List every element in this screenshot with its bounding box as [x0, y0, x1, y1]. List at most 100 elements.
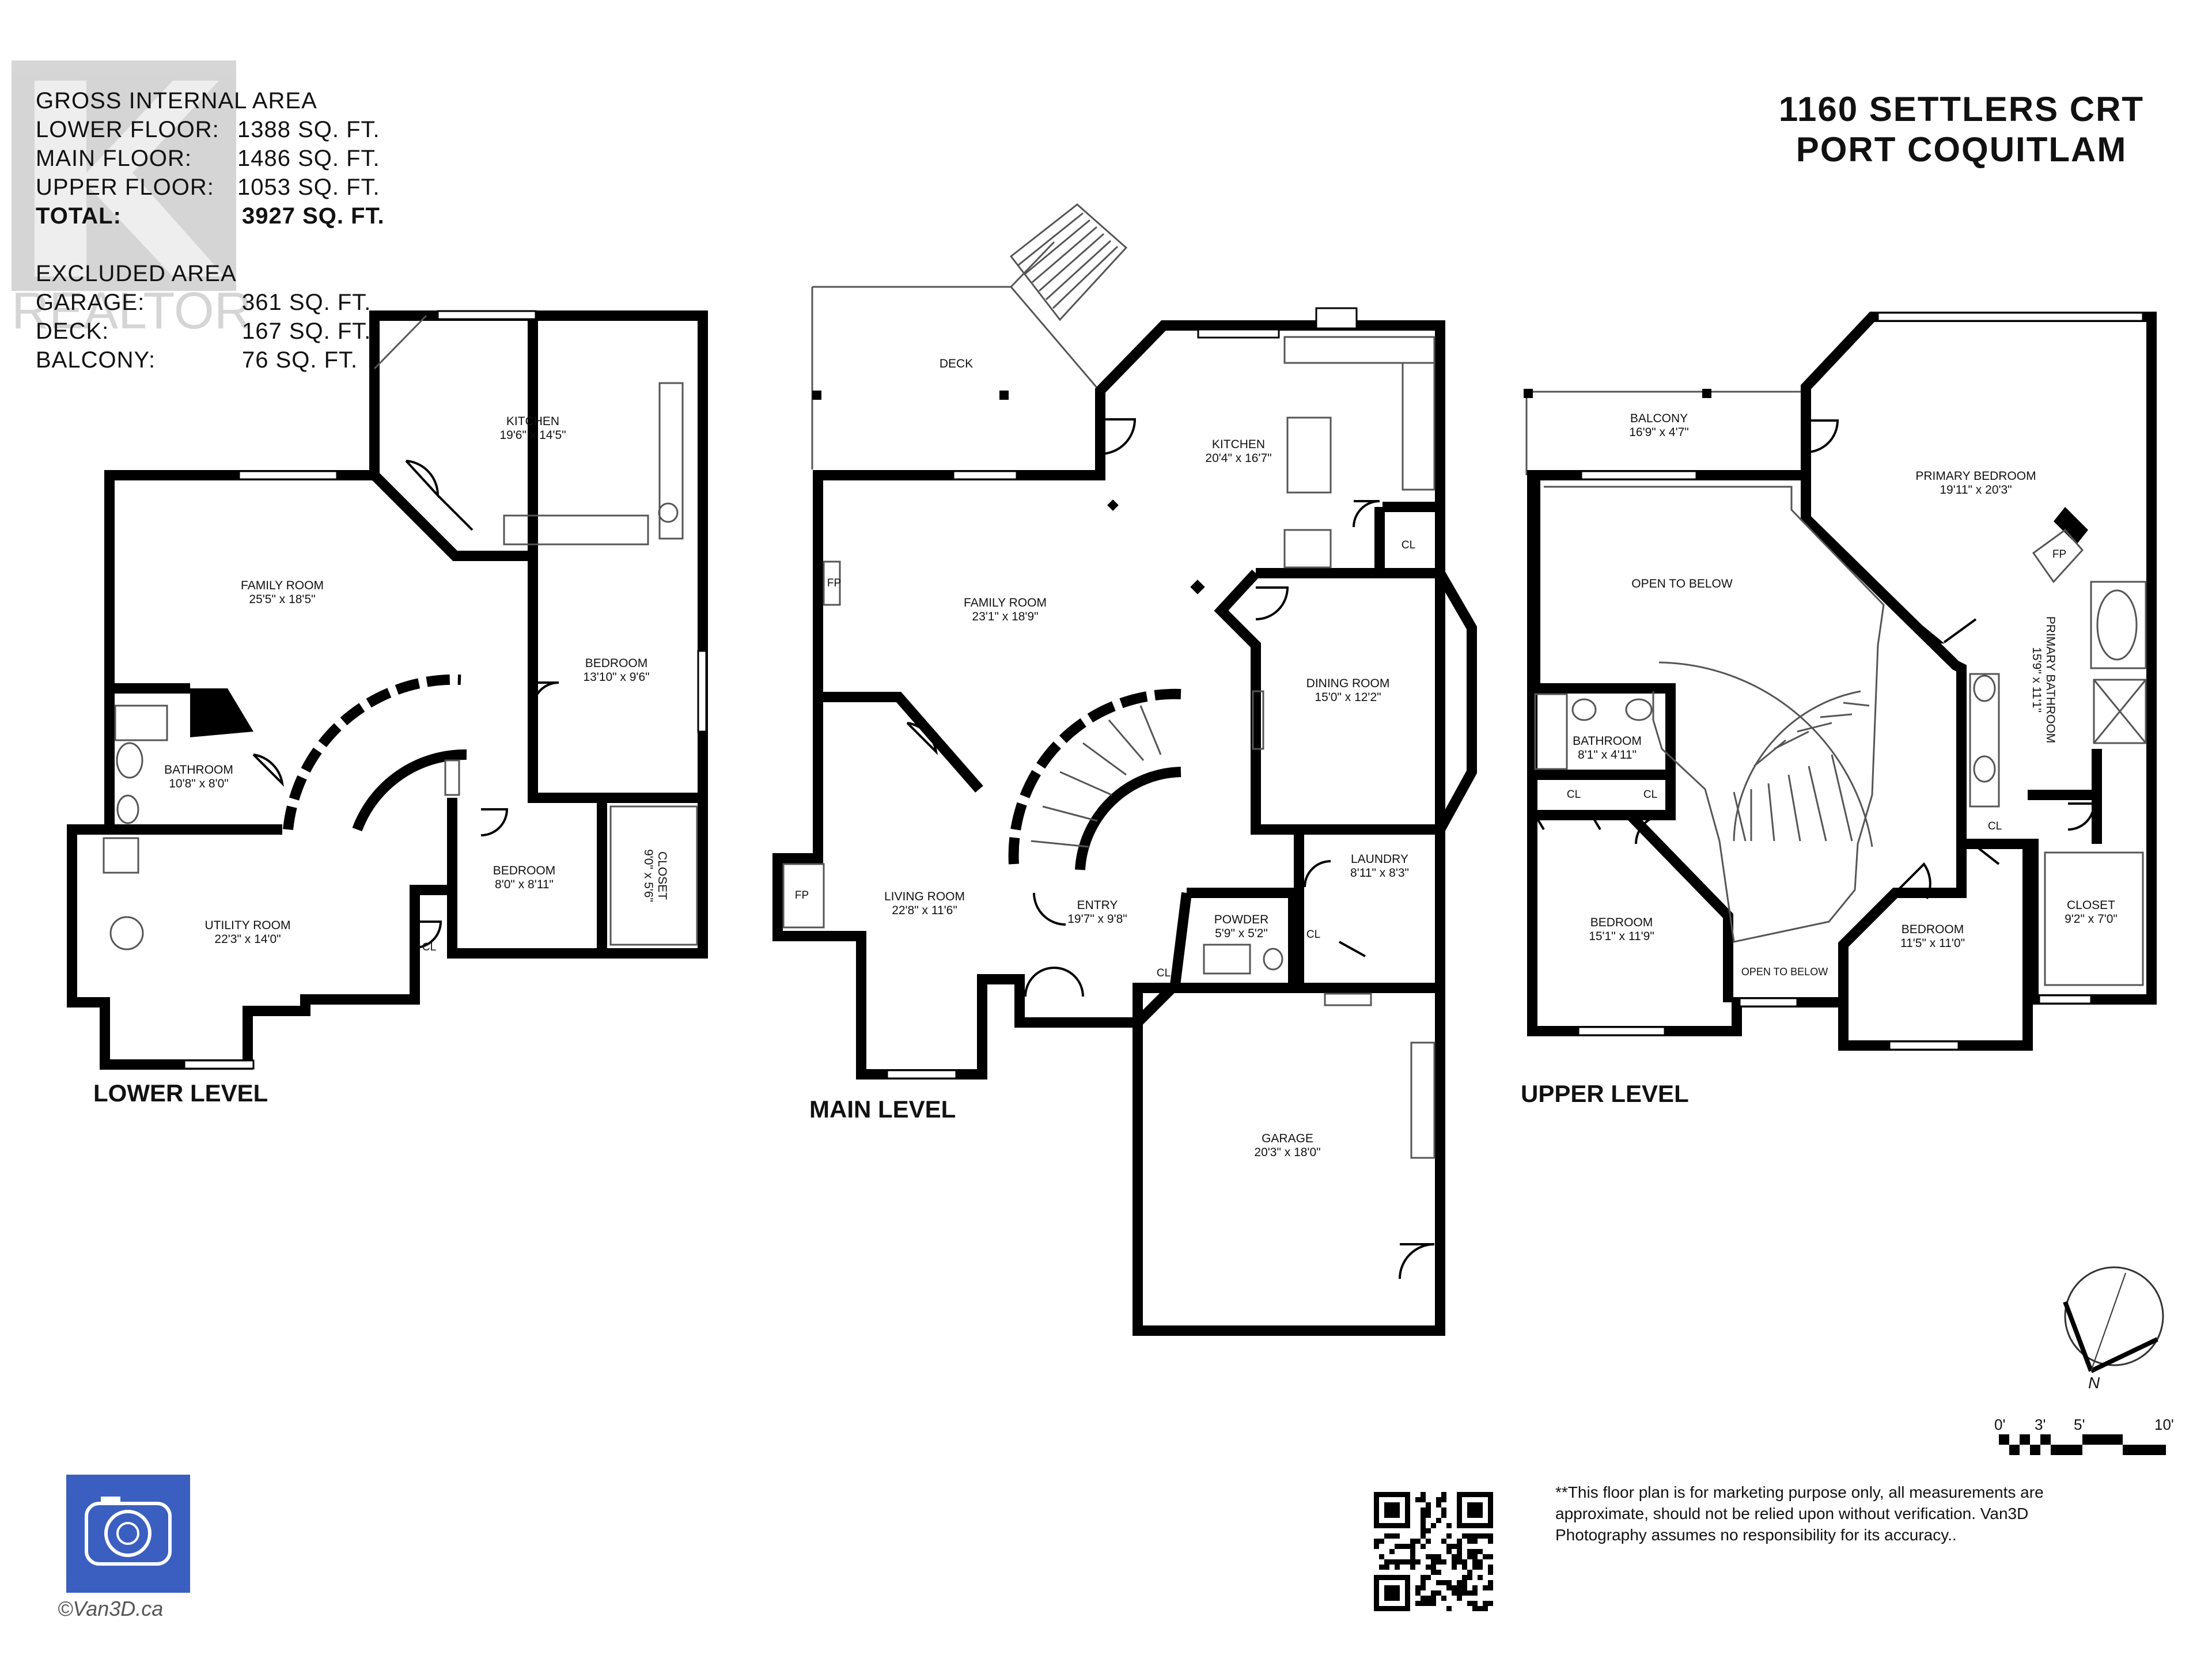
van3d-credit: ©Van3D.ca [58, 1597, 163, 1620]
upper-open-label-1: OPEN TO BELOW [1631, 577, 1733, 590]
upper-cl-2: CL [1643, 789, 1657, 801]
upper-balcony-label: BALCONY [1630, 412, 1688, 425]
upper-level-plan: FP BALCONY 16'9" x 4'7" PRIMARY BEDROOM … [1521, 312, 2157, 1107]
main-cl-kitchen: CL [1402, 539, 1415, 551]
upper-bedroom2-label: BEDROOM [1902, 923, 1964, 936]
lower-bedroom2-label: BEDROOM [493, 864, 556, 877]
address-line1: 1160 SETTLERS CRT [1779, 90, 2144, 128]
main-dining-dim: 15'0" x 12'2" [1315, 691, 1381, 704]
scale-bar: 0' 3' 5' 10' [1994, 1416, 2174, 1455]
lower-kitchen-label: KITCHEN [506, 415, 559, 428]
main-powder-dim: 5'9" x 5'2" [1215, 927, 1268, 940]
main-powder-label: POWDER [1214, 913, 1269, 926]
van3d-logo: ©Van3D.ca [58, 1475, 190, 1620]
lower-family-label: FAMILY ROOM [241, 579, 324, 592]
main-interior-walls [818, 502, 1477, 1028]
disclaimer: **This floor plan is for marketing purpo… [1555, 1483, 2044, 1544]
main-kitchen-dim: 20'4" x 16'7" [1205, 452, 1271, 465]
lower-interior-walls [109, 556, 703, 953]
lower-level-title: LOWER LEVEL [93, 1080, 268, 1107]
summary-label-lower: LOWER FLOOR: [36, 117, 219, 142]
main-garage-label: GARAGE [1262, 1132, 1313, 1145]
main-fp-living: FP [795, 889, 809, 902]
main-deck-label: DECK [940, 357, 973, 370]
lower-bedroom1-dim: 13'10" x 9'6" [583, 671, 649, 684]
scale-10: 10' [2154, 1416, 2174, 1433]
upper-closet-dim: 9'2" x 7'0" [2065, 912, 2118, 926]
upper-bedroom1-label: BEDROOM [1590, 916, 1653, 929]
main-cl-powder: CL [1306, 929, 1320, 941]
main-laundry-label: LAUNDRY [1351, 853, 1408, 866]
upper-primary-dim: 19'11" x 20'3" [1940, 483, 2012, 497]
upper-primary-bath-dim: 15'9" x 11'1" [2030, 647, 2043, 713]
lower-bedroom1-label: BEDROOM [585, 657, 648, 670]
disclaimer-line3: Photography assumes no responsibility fo… [1555, 1526, 1957, 1544]
address-line2: PORT COQUITLAM [1796, 130, 2127, 169]
lower-level-plan: KITCHEN 19'6" x 14'5" FAMILY ROOM 25'5" … [67, 310, 708, 1107]
address-title: 1160 SETTLERS CRT PORT COQUITLAM [1779, 90, 2144, 169]
lower-utility-label: UTILITY ROOM [205, 919, 291, 932]
lower-bathroom-dim: 10'8" x 8'0" [169, 777, 229, 790]
main-garage-dim: 20'3" x 18'0" [1254, 1146, 1320, 1159]
deck-outline [811, 241, 1101, 469]
watermark-text: REALTOR [12, 282, 252, 340]
deck-stairs [1009, 203, 1128, 321]
upper-outer-wall [1527, 312, 2157, 1051]
area-summary: GROSS INTERNAL AREA LOWER FLOOR: 1388 SQ… [36, 88, 384, 373]
excluded-value-balcony: 76 SQ. FT. [242, 347, 358, 373]
main-family-dim: 23'1" x 18'9" [972, 610, 1038, 623]
summary-value-upper: 1053 SQ. FT. [237, 175, 380, 200]
upper-level-title: UPPER LEVEL [1521, 1080, 1689, 1107]
compass-north: N [2088, 1374, 2100, 1392]
lower-family-dim: 25'5" x 18'5" [249, 593, 315, 606]
qr-code [1374, 1492, 1493, 1611]
excluded-label-garage: GARAGE: [36, 290, 145, 315]
main-family-label: FAMILY ROOM [964, 596, 1047, 609]
upper-fp-label: FP [2052, 548, 2066, 560]
main-kitchen-label: KITCHEN [1212, 438, 1265, 451]
excluded-value-garage: 361 SQ. FT. [242, 290, 371, 315]
upper-primary-label: PRIMARY BEDROOM [1915, 469, 2036, 483]
scale-3: 3' [2035, 1416, 2046, 1433]
lower-closet-dim: 9'0" x 5'6" [642, 849, 655, 902]
main-level-title: MAIN LEVEL [809, 1096, 956, 1123]
excluded-label-deck: DECK: [36, 319, 109, 344]
main-living-dim: 22'8" x 11'6" [892, 904, 957, 917]
scale-0: 0' [1994, 1416, 2005, 1433]
excluded-heading: EXCLUDED AREA [36, 261, 237, 286]
upper-open-label-2: OPEN TO BELOW [1741, 966, 1828, 978]
main-dining-label: DINING ROOM [1306, 677, 1390, 690]
excluded-label-balcony: BALCONY: [36, 347, 156, 373]
lower-kitchen-dim: 19'6" x 14'5" [499, 429, 566, 442]
lower-kitchen-wall [369, 310, 538, 561]
upper-balcony-dim: 16'9" x 4'7" [1629, 426, 1689, 439]
lower-bedroom2-dim: 8'0" x 8'11" [495, 878, 554, 891]
realtor-watermark: REALTOR [12, 60, 252, 340]
upper-closet-label: CLOSET [2067, 899, 2115, 912]
lower-bathroom-label: BATHROOM [164, 763, 233, 777]
summary-label-total: TOTAL: [36, 203, 122, 229]
summary-label-main: MAIN FLOOR: [36, 146, 192, 171]
stair-outer [283, 674, 461, 830]
upper-cl-3: CL [1988, 820, 2002, 832]
excluded-value-deck: 167 SQ. FT. [242, 319, 371, 344]
main-entry-label: ENTRY [1077, 899, 1118, 912]
summary-heading: GROSS INTERNAL AREA [36, 88, 317, 113]
upper-cl-1: CL [1567, 789, 1581, 801]
disclaimer-line2: approximate, should not be relied upon w… [1555, 1505, 2028, 1522]
compass: N [2063, 1266, 2164, 1392]
summary-value-main: 1486 SQ. FT. [237, 146, 380, 171]
main-cl-entry: CL [1157, 967, 1171, 979]
main-entry-dim: 19'7" x 9'8" [1067, 912, 1127, 926]
main-living-label: LIVING ROOM [884, 890, 965, 903]
upper-bathroom-dim: 8'1" x 4'11" [1578, 748, 1637, 762]
summary-value-lower: 1388 SQ. FT. [237, 117, 380, 142]
main-fp-family: FP [827, 577, 841, 589]
lower-utility-dim: 22'3" x 14'0" [214, 933, 281, 946]
lower-closet-label: CLOSET [656, 851, 669, 900]
bathroom-pillar [190, 688, 253, 737]
lower-cl-label: CL [422, 941, 436, 953]
main-level-plan: DECK FP FP [772, 203, 1477, 1336]
scale-5: 5' [2074, 1416, 2085, 1433]
